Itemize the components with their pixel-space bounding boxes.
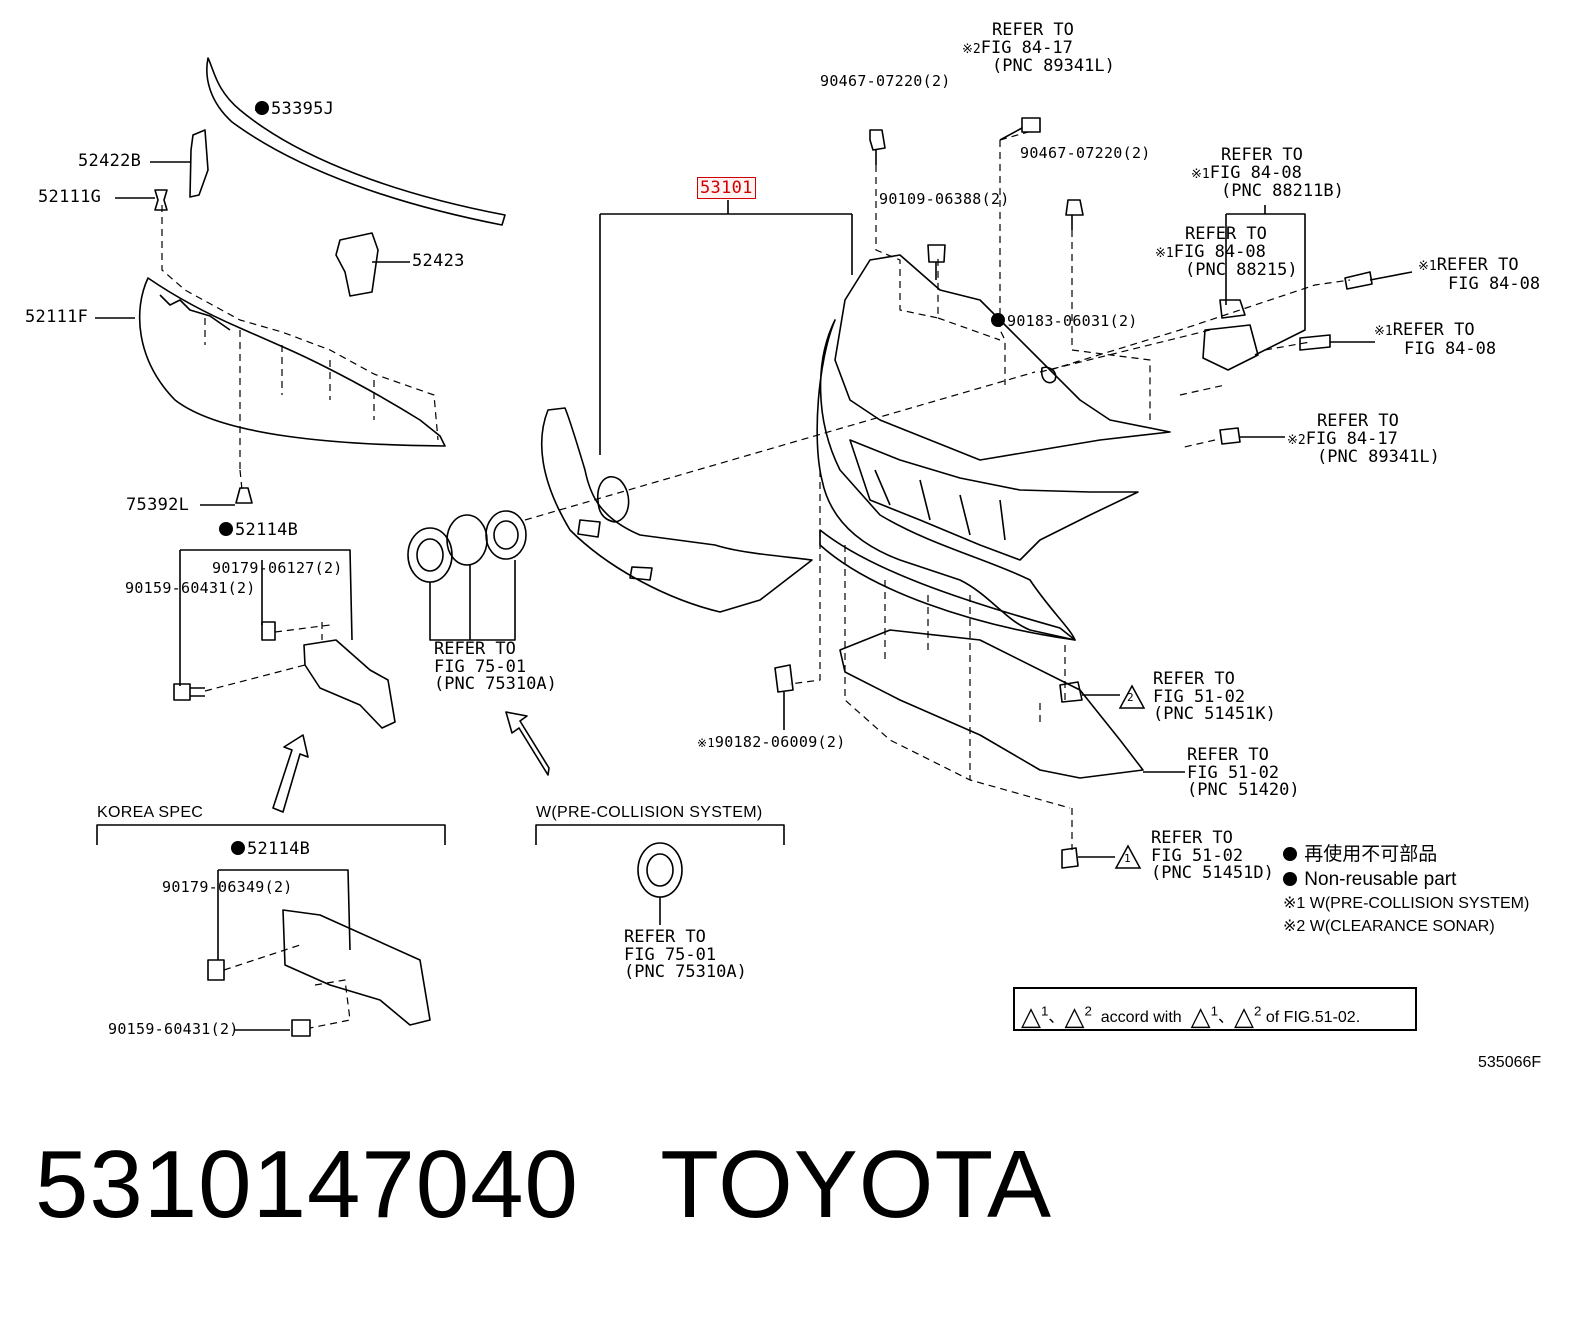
callout-90183: 90183-06031(2): [991, 313, 1138, 330]
engine-under-cover: [839, 629, 1144, 779]
highlighted-part[interactable]: 53101: [697, 177, 756, 199]
callout-52111g: 52111G: [38, 187, 102, 207]
emblem-rear: [485, 510, 527, 560]
section-korea-spec: KOREA SPEC: [97, 804, 204, 821]
bracket-52423: [335, 232, 379, 297]
warning-triangle-icon: △: [1021, 1002, 1041, 1032]
refer-5102-d: REFER TO FIG 51-02 (PNC 51451D): [1151, 828, 1274, 883]
millimeter-wave-sensor: [1202, 324, 1259, 371]
refer-8408-b: REFER TO ※1FIG 84-08 (PNC 88215): [1155, 224, 1298, 280]
legend: 再使用不可部品 Non-reusable part ※1 W(PRE-COLLI…: [1283, 842, 1529, 938]
legend-en: Non-reusable part: [1283, 867, 1529, 892]
non-reusable-dot: [1283, 847, 1297, 861]
legend-note2: ※2 W(CLEARANCE SONAR): [1283, 918, 1495, 935]
callout-52114b-korea: 52114B: [231, 841, 310, 858]
non-reusable-dot: [231, 841, 245, 855]
callout-90159-60431-top: 90159-60431(2): [125, 579, 256, 597]
upper-grille: [138, 277, 446, 447]
warning-triangle-icon: △: [1064, 1002, 1085, 1032]
callout-75392l: 75392L: [126, 495, 190, 515]
refer-8417-side: REFER TO ※2FIG 84-17 (PNC 89341L): [1287, 411, 1440, 467]
refer-8408-d: ※1REFER TO FIG 84-08: [1374, 320, 1497, 359]
arrow-mid: [505, 711, 550, 776]
callout-90467-right: 90467-07220(2): [1020, 144, 1151, 162]
license-bracket-korea: [282, 909, 431, 1026]
triangle-mark-2: 2: [1127, 691, 1134, 704]
part-number: 5310147040: [35, 1131, 579, 1238]
non-reusable-dot: [255, 101, 269, 115]
radiator-grille: [816, 319, 1076, 641]
refer-8408-c: ※1REFER TO FIG 84-08: [1418, 255, 1541, 294]
bolt-top: [173, 683, 205, 701]
license-bracket-top: [303, 639, 396, 729]
bolt-korea: [291, 1019, 311, 1037]
arrow-left: [272, 734, 309, 813]
figure-code: 535066F: [1478, 1054, 1542, 1071]
callout-52422b: 52422B: [78, 151, 142, 171]
page-title: 5310147040 TOYOTA: [35, 1130, 1052, 1240]
callout-52423: 52423: [412, 251, 465, 271]
brand-name: TOYOTA: [660, 1131, 1053, 1238]
accord-box: [1013, 987, 1417, 1031]
section-precollision: W(PRE-COLLISION SYSTEM): [536, 804, 763, 821]
triangle-mark-1: 1: [1124, 852, 1131, 865]
callout-90182: ※190182-06009(2): [697, 733, 846, 751]
accord-text: △1、△2 accord with △1、△2 of FIG.51-02.: [1021, 1002, 1361, 1032]
warning-triangle-icon: △: [1190, 1002, 1211, 1032]
refer-sonar-top: REFER TO ※2FIG 84-17 (PNC 89341L): [962, 20, 1115, 76]
clip-52111g: [154, 189, 168, 211]
sensor-bracket: [1219, 299, 1246, 319]
callout-53395j: 53395J: [255, 101, 334, 118]
non-reusable-dot: [1283, 872, 1297, 886]
callout-53101: 53101: [697, 177, 756, 199]
bracket-52422b: [189, 129, 209, 198]
refer-emblem-bottom: REFER TO FIG 75-01 (PNC 75310A): [624, 927, 747, 982]
non-reusable-dot: [991, 313, 1005, 327]
emblem-cover: [446, 514, 488, 566]
refer-8408-a: REFER TO ※1FIG 84-08 (PNC 88211B): [1191, 145, 1344, 201]
callout-90179-06127: 90179-06127(2): [212, 559, 343, 577]
clip-75392l: [235, 487, 253, 504]
callout-52114b-top: 52114B: [219, 522, 298, 539]
bumper-cover-53101: [540, 407, 813, 613]
callout-90467-left: 90467-07220(2): [820, 72, 951, 90]
emblem-precollision: [637, 842, 683, 898]
legend-jp: 再使用不可部品: [1283, 842, 1529, 867]
callout-90109: 90109-06388(2): [879, 190, 1010, 208]
callout-90179-06349: 90179-06349(2): [162, 878, 293, 896]
nut-top: [261, 621, 276, 641]
legend-note1: ※1 W(PRE-COLLISION SYSTEM): [1283, 895, 1530, 912]
non-reusable-dot: [219, 522, 233, 536]
refer-emblem-mid: REFER TO FIG 75-01 (PNC 75310A): [434, 639, 557, 694]
warning-triangle-icon: △: [1234, 1002, 1254, 1032]
upper-molding-strip: [206, 57, 506, 226]
emblem-front: [407, 527, 453, 583]
refer-5102-k: REFER TO FIG 51-02 (PNC 51451K): [1153, 669, 1276, 724]
callout-52111f: 52111F: [25, 307, 89, 327]
callout-90159-60431-korea: 90159-60431(2): [108, 1020, 239, 1038]
nut-korea: [207, 959, 225, 981]
refer-5102-420: REFER TO FIG 51-02 (PNC 51420): [1187, 745, 1300, 800]
